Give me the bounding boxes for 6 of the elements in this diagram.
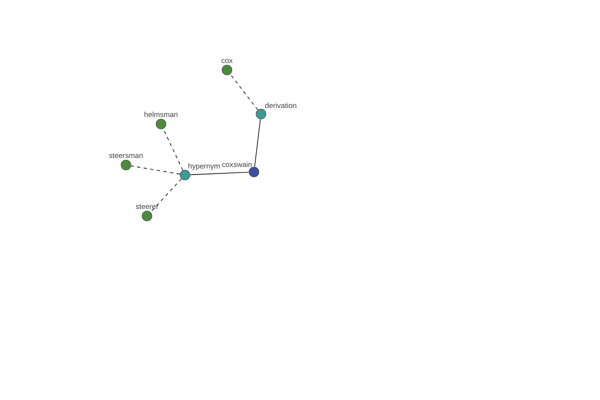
connector-line [190, 172, 250, 176]
dashed-line [150, 178, 182, 212]
dashed-line [230, 74, 258, 110]
dashed-line [162, 128, 184, 171]
dashed-line [130, 166, 180, 174]
connector-line [254, 118, 261, 168]
